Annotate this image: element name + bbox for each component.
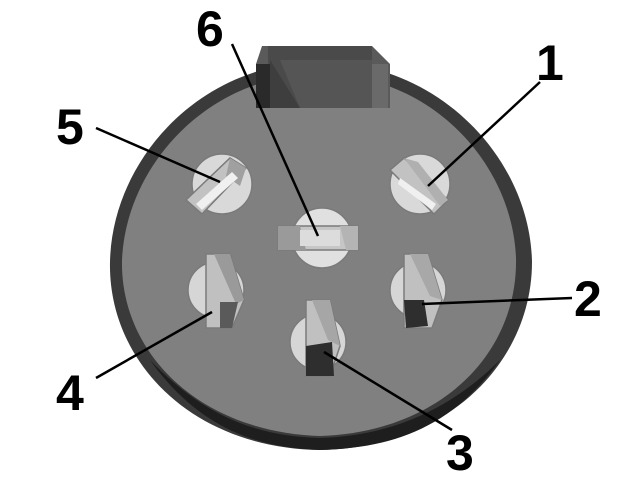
leader-line-6 [230, 43, 320, 237]
pin-labels: 1 2 3 4 5 6 [56, 1, 602, 480]
pin-label-6: 6 [196, 1, 224, 57]
pin-label-5: 5 [56, 99, 84, 155]
pin-5 [184, 153, 253, 216]
key-slot [256, 46, 390, 108]
pin-6 [277, 207, 359, 269]
pin-1 [388, 153, 451, 216]
housing-bottom-rim [150, 360, 500, 450]
pin-2 [389, 253, 447, 329]
pin-label-1: 1 [536, 35, 564, 91]
pin-label-2: 2 [574, 271, 602, 327]
leader-line-5 [95, 126, 221, 184]
leader-line-4 [95, 310, 213, 380]
leader-line-1 [427, 81, 541, 187]
pin-label-4: 4 [56, 365, 84, 421]
pin-label-3: 3 [446, 425, 474, 480]
leader-line-2 [421, 296, 573, 306]
pin-4 [187, 253, 245, 329]
leader-lines [95, 43, 573, 432]
leader-line-3 [323, 350, 453, 432]
